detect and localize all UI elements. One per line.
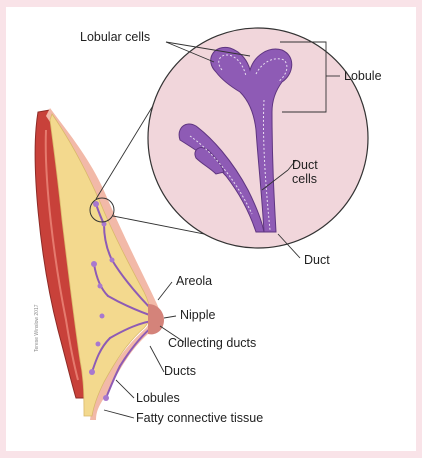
nipple (148, 304, 164, 334)
label-ducts: Ducts (164, 364, 196, 378)
label-nipple: Nipple (180, 308, 215, 322)
label-areola: Areola (176, 274, 212, 288)
artist-credit: Terese Winslow 2017 (34, 304, 40, 352)
label-duct-cells: Duct cells (292, 158, 352, 186)
label-fatty-connective-tissue: Fatty connective tissue (136, 411, 263, 425)
label-lobular-cells: Lobular cells (80, 30, 150, 44)
label-collecting-ducts: Collecting ducts (168, 336, 256, 350)
label-lobule: Lobule (344, 69, 382, 83)
label-lobules: Lobules (136, 391, 180, 405)
label-duct: Duct (304, 253, 330, 267)
